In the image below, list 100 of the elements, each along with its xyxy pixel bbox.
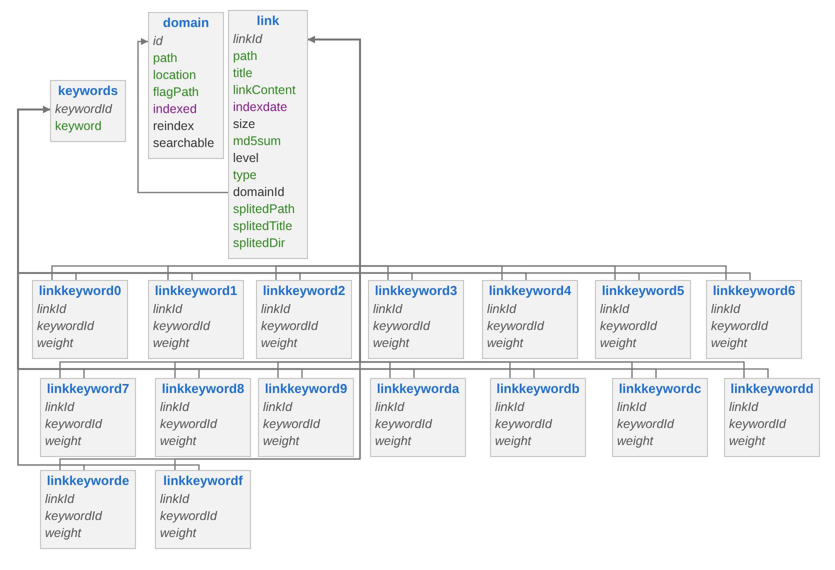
table-box bbox=[612, 378, 708, 457]
field-name: linkId bbox=[160, 491, 190, 508]
field-name: linkId bbox=[495, 399, 526, 416]
field-name: linkId bbox=[729, 399, 760, 416]
table-name: linkkeyword9 bbox=[264, 380, 348, 398]
field-name: keywordId bbox=[153, 318, 212, 335]
field-name: weight bbox=[160, 433, 198, 450]
table-box bbox=[706, 280, 802, 359]
field-name: linkId bbox=[37, 301, 68, 318]
field-name: weight bbox=[263, 433, 300, 450]
field-name: splitedDir bbox=[233, 235, 286, 252]
table-box bbox=[228, 10, 308, 259]
table-box bbox=[490, 378, 586, 457]
field-name: path bbox=[153, 50, 178, 67]
field-name: indexdate bbox=[233, 99, 288, 116]
table-name: linkkeywordb bbox=[495, 380, 581, 398]
field-name: flagPath bbox=[153, 84, 200, 101]
field-name: keywordId bbox=[55, 101, 114, 118]
connector-arrow bbox=[174, 36, 361, 470]
table-box bbox=[595, 280, 691, 359]
table-name: linkkeyword6 bbox=[712, 282, 796, 300]
field-name: linkId bbox=[45, 491, 76, 508]
field-name: weight bbox=[729, 433, 766, 450]
field-name: linkId bbox=[711, 301, 742, 318]
table-box bbox=[148, 280, 244, 359]
field-name: keywordId bbox=[45, 508, 104, 525]
table-box bbox=[482, 280, 578, 359]
table-box bbox=[724, 378, 820, 457]
field-name: keywordId bbox=[37, 318, 96, 335]
table-name: linkkeyworde bbox=[46, 472, 130, 490]
field-name: type bbox=[233, 167, 258, 184]
field-name: weight bbox=[45, 433, 82, 450]
field-name: weight bbox=[261, 335, 298, 352]
field-name: keywordId bbox=[261, 318, 320, 335]
field-name: keywordId bbox=[263, 416, 322, 433]
table-name: linkkeyword7 bbox=[46, 380, 130, 398]
field-name: linkId bbox=[600, 301, 630, 318]
table-box bbox=[370, 378, 466, 457]
field-name: linkId bbox=[45, 399, 76, 416]
table-name: linkkeyword4 bbox=[488, 282, 572, 300]
field-name: weight bbox=[373, 335, 410, 352]
field-name: size bbox=[233, 116, 256, 133]
field-name: weight bbox=[160, 525, 198, 542]
field-name: id bbox=[153, 33, 164, 50]
field-name: linkId bbox=[233, 31, 264, 48]
field-name: linkId bbox=[153, 301, 184, 318]
table-box bbox=[258, 378, 354, 457]
field-name: searchable bbox=[153, 135, 216, 152]
field-name: linkId bbox=[373, 301, 404, 318]
table-name: linkkeywordd bbox=[729, 380, 815, 398]
field-name: indexed bbox=[153, 101, 198, 118]
field-name: keywordId bbox=[45, 416, 104, 433]
field-name: weight bbox=[711, 335, 748, 352]
field-name: linkId bbox=[487, 301, 518, 318]
table-box bbox=[256, 280, 352, 359]
field-name: weight bbox=[495, 433, 532, 450]
field-name: path bbox=[233, 48, 258, 65]
field-name: keyword bbox=[55, 118, 103, 135]
field-name: weight bbox=[45, 525, 82, 542]
connector-arrow bbox=[17, 106, 200, 470]
table-name: linkkeywordc bbox=[618, 380, 702, 398]
table-box bbox=[40, 378, 136, 457]
field-name: level bbox=[233, 150, 260, 167]
field-name: linkId bbox=[617, 399, 648, 416]
table-box bbox=[155, 378, 251, 457]
table-name: linkkeywordf bbox=[162, 472, 244, 490]
table-name: linkkeyword5 bbox=[600, 282, 686, 300]
table-name: linkkeyword0 bbox=[38, 282, 122, 300]
field-name: title bbox=[233, 65, 254, 82]
field-name: location bbox=[153, 67, 198, 84]
field-name: keywordId bbox=[617, 416, 676, 433]
field-name: weight bbox=[487, 335, 524, 352]
table-name: linkkeyword8 bbox=[160, 380, 246, 398]
field-name: splitedTitle bbox=[233, 218, 294, 235]
field-name: weight bbox=[617, 433, 654, 450]
field-name: weight bbox=[375, 433, 412, 450]
field-name: splitedPath bbox=[233, 201, 296, 218]
field-name: keywordId bbox=[600, 318, 658, 335]
table-box bbox=[368, 280, 464, 359]
field-name: weight bbox=[37, 335, 74, 352]
connector-arrow bbox=[137, 38, 228, 194]
field-name: linkContent bbox=[233, 82, 297, 99]
table-name: linkkeyword3 bbox=[374, 282, 458, 300]
table-name: linkkeyword2 bbox=[262, 282, 346, 300]
table-name: keywords bbox=[57, 82, 119, 100]
field-name: keywordId bbox=[487, 318, 546, 335]
field-name: linkId bbox=[160, 399, 190, 416]
table-box bbox=[155, 470, 251, 549]
table-name: linkkeyword1 bbox=[154, 282, 238, 300]
field-name: md5sum bbox=[233, 133, 282, 150]
table-name: domain bbox=[162, 14, 210, 32]
table-box bbox=[32, 280, 128, 359]
field-name: keywordId bbox=[729, 416, 788, 433]
table-box bbox=[50, 80, 126, 142]
field-name: linkId bbox=[263, 399, 294, 416]
field-name: reindex bbox=[153, 118, 195, 135]
table-name: link bbox=[256, 12, 280, 30]
field-name: linkId bbox=[261, 301, 292, 318]
field-name: keywordId bbox=[373, 318, 432, 335]
field-name: linkId bbox=[375, 399, 406, 416]
